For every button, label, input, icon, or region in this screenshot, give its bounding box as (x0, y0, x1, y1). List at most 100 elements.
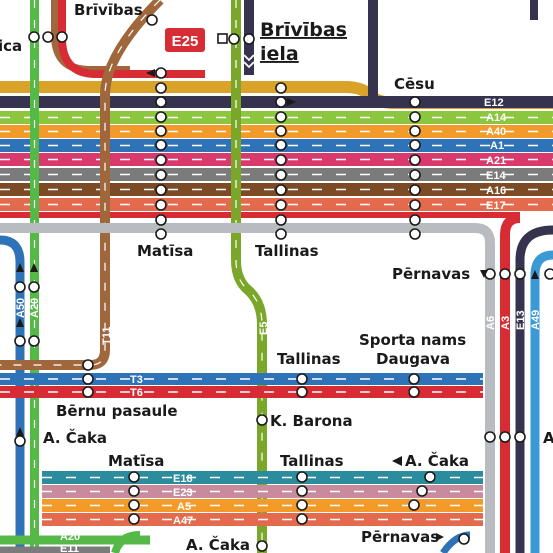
stop-marker[interactable] (409, 154, 421, 166)
stop-label-matisa-top: Matīsa (137, 242, 193, 260)
stop-marker[interactable] (155, 67, 167, 79)
stop-marker[interactable] (256, 540, 268, 552)
stop-marker[interactable] (409, 228, 421, 240)
stop-marker[interactable] (128, 499, 140, 511)
stop-marker[interactable] (28, 281, 40, 293)
stop-marker[interactable] (409, 125, 421, 137)
stop-marker[interactable] (275, 96, 287, 108)
stop-label-brivibas-iela-1: Brīvības (260, 19, 347, 41)
stop-marker[interactable] (275, 111, 287, 123)
left-verticals: A50 A20 (0, 0, 41, 553)
stop-marker[interactable] (14, 281, 26, 293)
stop-marker[interactable] (296, 499, 308, 511)
route-e17-red-line (0, 212, 520, 218)
stop-marker[interactable] (155, 139, 167, 151)
stop-marker[interactable] (499, 431, 511, 443)
stop-marker[interactable] (155, 125, 167, 137)
direction-arrow-icon (16, 427, 24, 436)
stop-marker[interactable] (256, 414, 268, 426)
stop-marker[interactable] (275, 125, 287, 137)
stop-marker[interactable] (217, 33, 228, 44)
stop-marker[interactable] (155, 111, 167, 123)
stop-marker[interactable] (275, 82, 287, 94)
stop-marker[interactable] (408, 386, 420, 398)
stop-marker[interactable] (514, 268, 526, 280)
stop-marker[interactable] (14, 435, 26, 447)
stop-marker[interactable] (155, 228, 167, 240)
stop-marker[interactable] (409, 96, 421, 108)
stop-marker[interactable] (275, 154, 287, 166)
route-t11: T11 (0, 0, 164, 370)
stop-marker[interactable] (409, 111, 421, 123)
stop-marker[interactable] (499, 268, 511, 280)
stop-marker[interactable] (275, 228, 287, 240)
stop-label-k-barona: K. Barona (270, 412, 353, 430)
stop-marker[interactable] (409, 169, 421, 181)
route-e5-label: E5 (258, 322, 270, 335)
stop-marker[interactable] (14, 335, 26, 347)
stop-marker[interactable] (484, 431, 496, 443)
stop-marker[interactable] (155, 96, 167, 108)
stop-marker[interactable] (155, 214, 167, 226)
stop-marker[interactable] (155, 154, 167, 166)
direction-arrow-icon (392, 456, 402, 466)
stop-marker[interactable] (56, 31, 68, 43)
chevron-down-icon (243, 54, 255, 62)
stop-marker[interactable] (275, 169, 287, 181)
stop-marker[interactable] (243, 33, 255, 45)
stop-marker[interactable] (409, 199, 421, 211)
stop-marker[interactable] (275, 139, 287, 151)
stop-label-pernavas-bottom: Pērnavas (361, 528, 439, 546)
stop-marker[interactable] (296, 513, 308, 525)
stop-marker[interactable] (28, 31, 40, 43)
route-a21-label: A21 (486, 155, 506, 167)
stop-marker[interactable] (82, 373, 94, 385)
stop-marker[interactable] (296, 471, 308, 483)
stop-marker[interactable] (544, 268, 553, 280)
route-a20-left-label: A20 (29, 298, 41, 318)
stop-marker[interactable] (409, 139, 421, 151)
route-a6-label: A6 (485, 316, 497, 330)
stop-label-a-caka-right: A. Čaka (405, 451, 469, 470)
stop-marker[interactable] (155, 169, 167, 181)
stop-marker[interactable] (155, 199, 167, 211)
stop-marker[interactable] (155, 82, 167, 94)
route-a47-label: A47 (173, 515, 193, 527)
stop-marker[interactable] (408, 499, 420, 511)
route-green-vertical (30, 0, 39, 553)
stop-marker[interactable] (228, 33, 240, 45)
stop-marker[interactable] (458, 533, 470, 545)
route-t11-label: T11 (101, 327, 113, 345)
stop-marker[interactable] (82, 359, 94, 371)
stop-marker[interactable] (128, 513, 140, 525)
stop-marker[interactable] (128, 485, 140, 497)
stop-marker[interactable] (155, 184, 167, 196)
stop-marker[interactable] (296, 386, 308, 398)
stop-marker[interactable] (296, 485, 308, 497)
stop-marker[interactable] (128, 471, 140, 483)
stop-marker[interactable] (275, 199, 287, 211)
stop-marker[interactable] (42, 31, 54, 43)
stop-label-cropped: ica (0, 37, 22, 55)
route-e25-badge: E25 (165, 28, 205, 52)
stop-marker[interactable] (275, 184, 287, 196)
stop-marker[interactable] (416, 485, 428, 497)
stop-label-bernu: Bērnu pasaule (56, 402, 178, 420)
stop-marker[interactable] (409, 214, 421, 226)
stop-marker[interactable] (146, 14, 158, 26)
stop-marker[interactable] (296, 373, 308, 385)
direction-arrow-icon (16, 318, 24, 327)
stops (14, 14, 553, 552)
tram-band (0, 373, 483, 398)
stop-marker[interactable] (424, 471, 436, 483)
stop-marker[interactable] (82, 386, 94, 398)
stop-marker[interactable] (275, 214, 287, 226)
route-e23-label: E23 (173, 487, 193, 499)
stop-marker[interactable] (408, 373, 420, 385)
stop-label-a-caka-bottom: A. Čaka (186, 535, 250, 553)
stop-marker[interactable] (514, 431, 526, 443)
route-e14-label: E14 (486, 170, 506, 182)
stop-marker[interactable] (409, 184, 421, 196)
stop-marker[interactable] (28, 335, 40, 347)
